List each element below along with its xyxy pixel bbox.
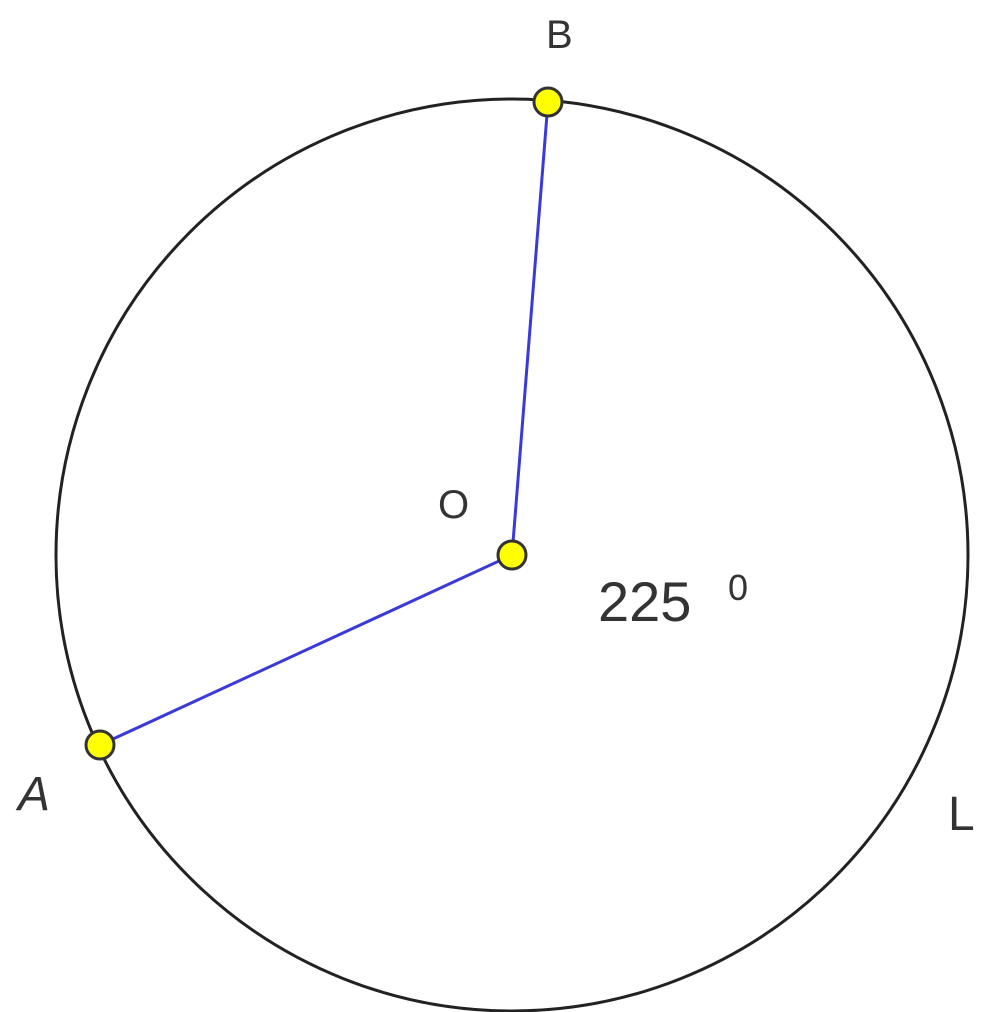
label-o: O bbox=[438, 483, 469, 527]
point-o[interactable] bbox=[496, 539, 528, 571]
point-b[interactable] bbox=[532, 86, 564, 118]
circle-l bbox=[54, 97, 970, 1012]
radius-oa bbox=[99, 553, 513, 747]
label-l: L bbox=[948, 788, 975, 841]
radius-ob bbox=[510, 101, 550, 556]
angle-unit-label: 0 bbox=[728, 567, 748, 608]
angle-value-label: 225 bbox=[598, 570, 691, 633]
label-a: A bbox=[15, 768, 50, 821]
label-b: B bbox=[546, 13, 573, 57]
point-a[interactable] bbox=[84, 729, 116, 761]
